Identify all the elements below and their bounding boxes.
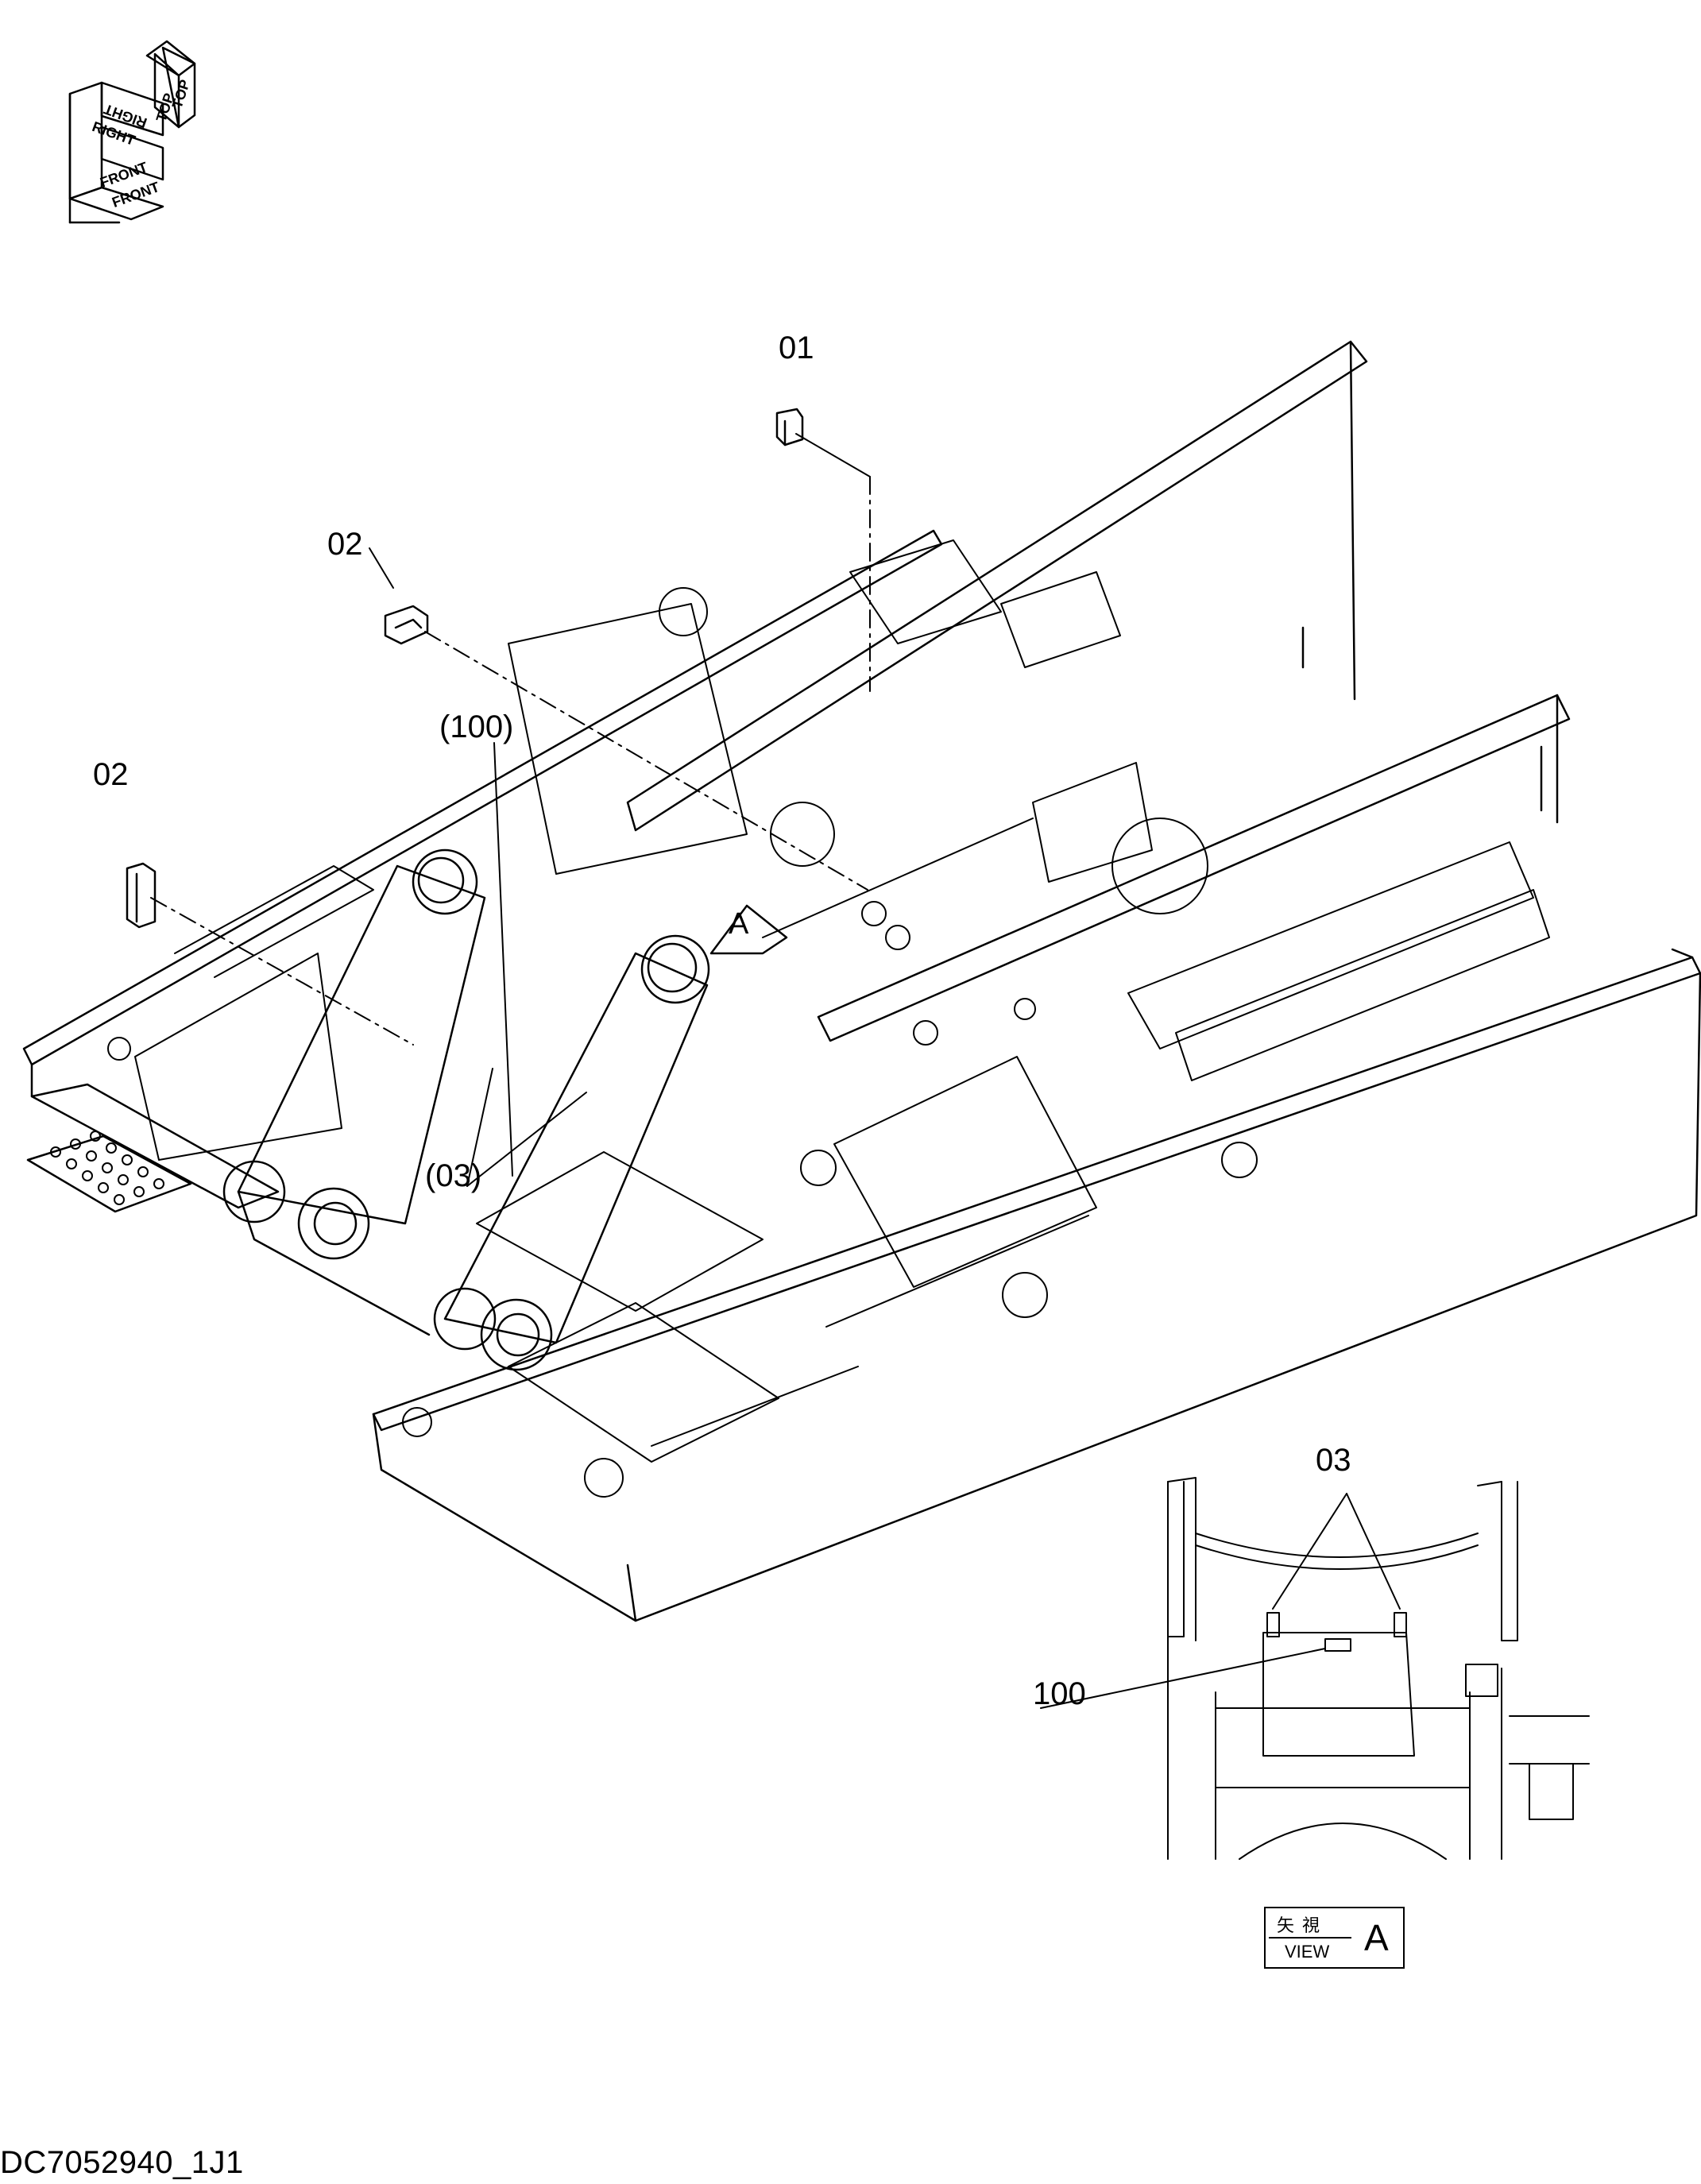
boom-bracket-outline <box>222 848 710 1371</box>
view-a-arrow <box>709 904 788 955</box>
document-id: DC7052940_1J1 <box>0 2145 244 2180</box>
view-letter-label: A <box>1364 1917 1389 1958</box>
callout-part-03-paren: (03) <box>425 1158 482 1193</box>
part-02-top-icon <box>384 605 429 645</box>
orientation-cube-icon <box>68 40 196 224</box>
upper-frame-outline <box>22 340 1701 1622</box>
view-a-marker: A <box>729 907 749 941</box>
view-a-label-box: 矢視 VIEW A <box>1264 1907 1405 1969</box>
step-plate <box>50 1131 164 1205</box>
detail-callout-100: 100 <box>1033 1676 1086 1711</box>
detail-callout-03: 03 <box>1316 1443 1351 1478</box>
leader-lines <box>150 433 871 1187</box>
view-text-label: VIEW <box>1285 1942 1330 1962</box>
callout-part-02-top: 02 <box>327 527 363 562</box>
inner-frame-details <box>134 539 1550 1463</box>
callout-part-100-paren: (100) <box>439 709 514 744</box>
callout-part-02-left: 02 <box>93 757 129 792</box>
detail-view-a <box>1040 1477 1590 1860</box>
view-kanji-label: 矢視 <box>1277 1916 1328 1936</box>
callout-part-01: 01 <box>779 330 814 365</box>
part-02-left-icon <box>126 862 157 929</box>
part-01-icon <box>775 408 804 446</box>
view-label-rule <box>1269 1937 1351 1939</box>
hole-details <box>107 587 1258 1498</box>
